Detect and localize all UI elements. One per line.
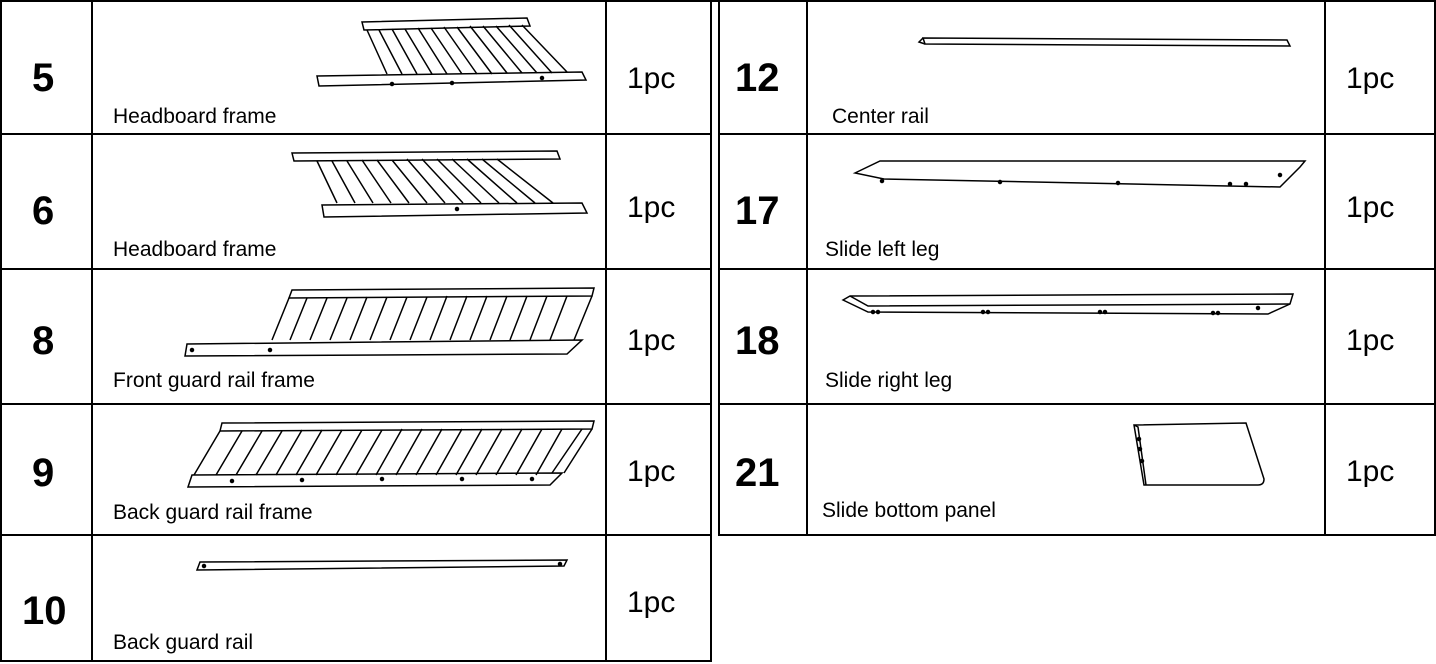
- part-quantity: 1pc: [627, 455, 676, 488]
- table-row: 18 Slide right leg 1pc: [720, 270, 1434, 405]
- part-quantity: 1pc: [627, 586, 676, 619]
- part-quantity: 1pc: [627, 324, 676, 357]
- part-quantity: 1pc: [1346, 191, 1395, 224]
- part-name: Headboard frame: [113, 238, 277, 261]
- table-row: 21 Slide bottom panel 1pc: [720, 405, 1434, 536]
- slide-bottom-panel-drawing: [1128, 419, 1268, 489]
- part-name: Center rail: [832, 105, 929, 128]
- part-name: Slide right leg: [825, 369, 953, 392]
- part-name: Slide bottom panel: [822, 499, 996, 522]
- part-name: Back guard rail: [113, 631, 254, 654]
- table-row: 8 Front guard rail frame 1pc: [2, 270, 710, 405]
- part-number: 8: [32, 319, 55, 363]
- right-parts-table: 12 Center rail 1pc 17 Slide left leg 1pc: [718, 0, 1436, 536]
- part-name: Back guard rail frame: [113, 501, 313, 524]
- part-number: 18: [735, 319, 780, 363]
- part-number: 17: [735, 189, 780, 233]
- front-guard-rail-frame-drawing: [182, 284, 602, 374]
- part-number: 12: [735, 56, 780, 100]
- table-row: 10 Back guard rail 1pc: [2, 536, 710, 664]
- back-guard-rail-frame-drawing: [182, 417, 602, 497]
- table-row: 9 Back guard rail frame 1pc: [2, 405, 710, 536]
- part-quantity: 1pc: [627, 191, 676, 224]
- back-guard-rail-drawing: [192, 558, 572, 578]
- number-column: [2, 2, 93, 660]
- table-row: 6 Headboard frame 1pc: [2, 135, 710, 270]
- headboard-frame-drawing: [287, 147, 597, 237]
- center-rail-drawing: [915, 32, 1295, 54]
- left-parts-table: 5 Headboard frame 1pc 6 Headboard frame …: [0, 0, 712, 662]
- part-name: Headboard frame: [113, 105, 277, 128]
- table-row: 12 Center rail 1pc: [720, 2, 1434, 135]
- part-name: Front guard rail frame: [113, 369, 315, 392]
- part-quantity: 1pc: [1346, 324, 1395, 357]
- part-number: 9: [32, 451, 55, 495]
- part-number: 10: [22, 589, 67, 633]
- part-quantity: 1pc: [1346, 62, 1395, 95]
- part-quantity: 1pc: [627, 62, 676, 95]
- part-number: 21: [735, 451, 780, 495]
- slide-right-leg-drawing: [838, 292, 1298, 322]
- slide-left-leg-drawing: [850, 157, 1310, 197]
- part-quantity: 1pc: [1346, 455, 1395, 488]
- table-row: 5 Headboard frame 1pc: [2, 2, 710, 135]
- part-number: 5: [32, 56, 55, 100]
- drawing-column: [2, 2, 607, 660]
- part-number: 6: [32, 189, 55, 233]
- table-row: 17 Slide left leg 1pc: [720, 135, 1434, 270]
- headboard-frame-drawing: [312, 14, 602, 104]
- part-name: Slide left leg: [825, 238, 940, 261]
